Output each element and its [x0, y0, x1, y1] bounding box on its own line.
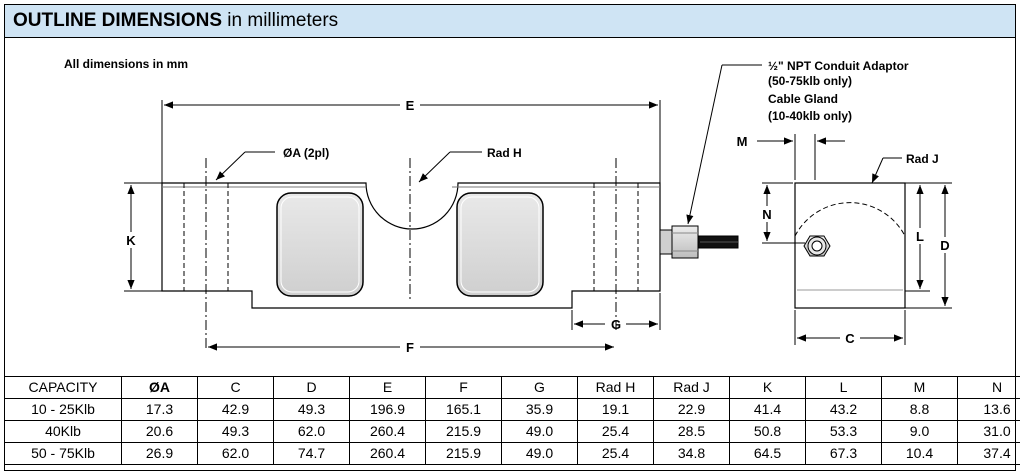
table-cell: 13.6 [957, 398, 1020, 421]
conduit-note-line-1: ½" NPT Conduit Adaptor [768, 59, 909, 73]
conduit-note-line-2: (50-75klb only) [768, 74, 852, 88]
conduit-note-line-3: Cable Gland [768, 92, 838, 106]
table-cell: 62.0 [197, 442, 274, 465]
table-cell: 260.4 [349, 420, 426, 443]
label-radH: Rad H [487, 146, 522, 160]
table-cell: 37.4 [957, 442, 1020, 465]
table-cell: 62.0 [273, 420, 350, 443]
leader-radJ [871, 157, 902, 184]
label-radJ: Rad J [906, 152, 939, 166]
table-cell: 74.7 [273, 442, 350, 465]
outline-dimensions-panel: OUTLINE DIMENSIONS in millimeters [4, 4, 1016, 471]
column-header: N [957, 376, 1020, 399]
column-header: D [273, 376, 350, 399]
column-header: Rad J [653, 376, 730, 399]
table-cell: 49.0 [501, 420, 578, 443]
label-K: K [126, 233, 136, 248]
column-header: G [501, 376, 578, 399]
table-cell: 10 - 25Klb [4, 398, 122, 421]
dimension-L [905, 182, 930, 292]
table-row: 10 - 25Klb 17.3 42.9 49.3 196.9 165.1 35… [4, 398, 1020, 421]
table-cell: 50 - 75Klb [4, 442, 122, 465]
panel-title: OUTLINE DIMENSIONS in millimeters [13, 10, 338, 32]
column-header: Rad H [577, 376, 654, 399]
table-cell: 165.1 [425, 398, 502, 421]
outline-drawing: All dimensions in mm E [64, 57, 952, 355]
column-header: K [729, 376, 806, 399]
dimension-N [762, 182, 805, 244]
table-cell: 49.3 [197, 420, 274, 443]
table-cell: 31.0 [957, 420, 1020, 443]
column-header: F [425, 376, 502, 399]
table-cell: 67.3 [805, 442, 882, 465]
table-header-row: CAPACITY ØA C D E F G Rad H Rad J K L M … [4, 376, 1020, 399]
table-cell: 260.4 [349, 442, 426, 465]
label-E: E [406, 98, 415, 113]
table-cell: 43.2 [805, 398, 882, 421]
dimension-C [794, 310, 906, 345]
table-cell: 53.3 [805, 420, 882, 443]
dimensions-note: All dimensions in mm [64, 57, 188, 71]
table-cell: 35.9 [501, 398, 578, 421]
dimension-M [757, 134, 845, 180]
conduit-note-line-4: (10-40klb only) [768, 109, 852, 123]
table-cell: 9.0 [881, 420, 958, 443]
table-row: 40Klb 20.6 49.3 62.0 260.4 215.9 49.0 25… [4, 420, 1020, 443]
table-cell: 215.9 [425, 442, 502, 465]
label-L: L [916, 229, 924, 244]
dimensions-table: CAPACITY ØA C D E F G Rad H Rad J K L M … [4, 376, 1020, 465]
column-header: L [805, 376, 882, 399]
column-header: CAPACITY [4, 376, 122, 399]
load-cell-side-view [161, 158, 661, 348]
column-header: M [881, 376, 958, 399]
left-pocket [276, 192, 364, 297]
column-header: ØA [121, 376, 198, 399]
table-cell: 19.1 [577, 398, 654, 421]
panel-title-bold: OUTLINE DIMENSIONS [13, 10, 223, 31]
table-cell: 196.9 [349, 398, 426, 421]
dimension-G [571, 293, 661, 330]
label-F: F [406, 340, 414, 355]
table-cell: 26.9 [121, 442, 198, 465]
dimension-E [161, 100, 661, 183]
table-cell: 25.4 [577, 442, 654, 465]
table-cell: 17.3 [121, 398, 198, 421]
table-cell: 25.4 [577, 420, 654, 443]
column-header: C [197, 376, 274, 399]
table-cell: 50.8 [729, 420, 806, 443]
leader-radH [418, 151, 482, 183]
label-M: M [737, 134, 748, 149]
label-N: N [762, 207, 771, 222]
panel-header: OUTLINE DIMENSIONS in millimeters [5, 5, 1015, 38]
table-cell: 28.5 [653, 420, 730, 443]
table-cell: 34.8 [653, 442, 730, 465]
table-cell: 42.9 [197, 398, 274, 421]
table-cell: 40Klb [4, 420, 122, 443]
table-cell: 22.9 [653, 398, 730, 421]
cable-gland [659, 225, 739, 259]
label-D: D [940, 238, 949, 253]
table-cell: 10.4 [881, 442, 958, 465]
table-cell: 64.5 [729, 442, 806, 465]
dimension-D [905, 182, 952, 309]
panel-title-rest: in millimeters [227, 10, 339, 31]
leader-OA [215, 151, 275, 181]
leader-conduit [686, 64, 762, 225]
table-cell: 215.9 [425, 420, 502, 443]
table-cell: 8.8 [881, 398, 958, 421]
label-G: G [611, 317, 621, 332]
table-row: 50 - 75Klb 26.9 62.0 74.7 260.4 215.9 49… [4, 442, 1020, 465]
table-cell: 41.4 [729, 398, 806, 421]
column-header: E [349, 376, 426, 399]
table-cell: 49.0 [501, 442, 578, 465]
dimension-K [124, 182, 162, 292]
end-view-gland-nut [803, 235, 831, 257]
right-pocket [456, 192, 544, 297]
table-cell: 20.6 [121, 420, 198, 443]
table-cell: 49.3 [273, 398, 350, 421]
label-C: C [845, 331, 855, 346]
label-OA: ØA (2pl) [283, 146, 329, 160]
